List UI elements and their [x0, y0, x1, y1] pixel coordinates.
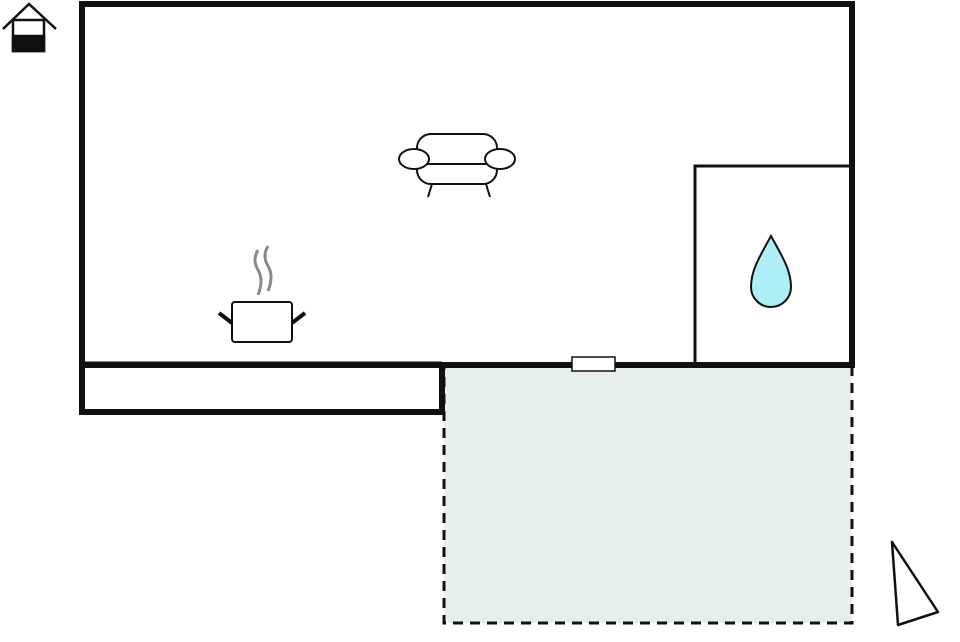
cooking-pot-icon: [217, 245, 307, 343]
terrace: [442, 364, 854, 625]
lower-strip-wall: [79, 365, 445, 415]
main-room-wall: [79, 1, 855, 368]
window-icon: [571, 356, 616, 372]
bathroom-wall: [693, 164, 850, 364]
house-icon: [2, 2, 57, 53]
sofa-icon: [398, 133, 516, 198]
water-drop-icon: [749, 233, 793, 308]
north-arrow-icon: [890, 540, 940, 627]
